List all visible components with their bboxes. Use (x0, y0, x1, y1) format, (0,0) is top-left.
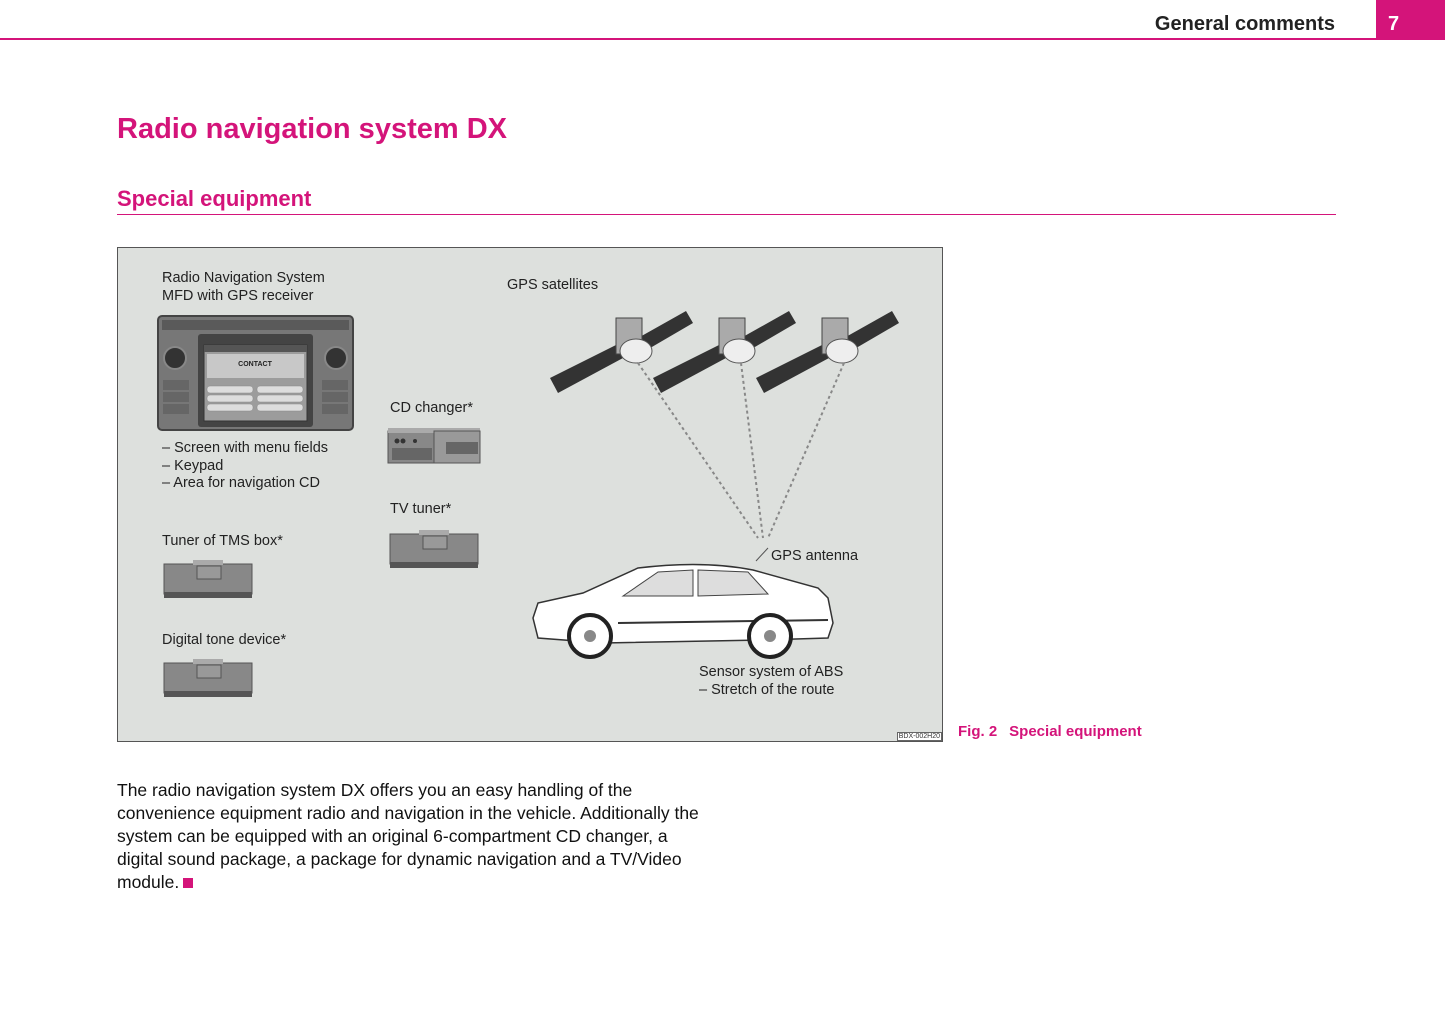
header-rule (0, 38, 1445, 40)
car-icon (532, 563, 834, 659)
tms-tuner-label: Tuner of TMS box* (162, 533, 283, 549)
feature-item: – Screen with menu fields (162, 440, 329, 456)
abs-label: Sensor system of ABS – Stretch of the ro… (699, 664, 844, 698)
body-paragraph: The radio navigation system DX offers yo… (117, 780, 699, 892)
section-heading: Special equipment (117, 186, 312, 211)
digital-tone-label: Digital tone device* (162, 632, 287, 648)
page-number-tab: 7 (1376, 0, 1445, 40)
tms-tuner-icon (163, 560, 253, 598)
caption-text: Special equipment (1009, 723, 1142, 740)
radio-features-list: – Screen with menu fields – Keypad – Are… (162, 440, 328, 493)
radio-label: Radio Navigation System MFD with GPS rec… (162, 270, 325, 304)
satellite-icon (550, 311, 899, 393)
antenna-pointer (755, 547, 769, 562)
caption-number: Fig. 2 (958, 723, 998, 740)
cd-changer-label: CD changer* (390, 400, 474, 416)
gps-antenna-label: GPS antenna (771, 548, 859, 564)
screen-station: CONTACT (238, 361, 272, 368)
figure-code: BDX-002H20 (896, 732, 942, 741)
page-title: Radio navigation system DX (117, 113, 507, 145)
end-mark-icon (183, 878, 194, 888)
signal-waves (637, 362, 845, 539)
figure-illustration: CONTACT (157, 311, 899, 697)
feature-item: – Area for navigation CD (162, 475, 320, 491)
figure-caption: Fig. 2 Special equipment (958, 723, 1142, 740)
page-number: 7 (1388, 13, 1400, 35)
tv-tuner-icon (389, 530, 479, 568)
digital-tone-icon (163, 659, 253, 697)
radio-unit-icon: CONTACT (157, 315, 354, 431)
section-title: General comments (1154, 13, 1335, 35)
tv-tuner-label: TV tuner* (390, 501, 452, 517)
feature-item: – Keypad (162, 457, 224, 474)
cd-changer-icon (387, 428, 481, 464)
heading-rule (117, 214, 1336, 215)
special-equipment-figure: CONTACT (117, 247, 943, 742)
gps-satellites-label: GPS satellites (507, 277, 599, 293)
